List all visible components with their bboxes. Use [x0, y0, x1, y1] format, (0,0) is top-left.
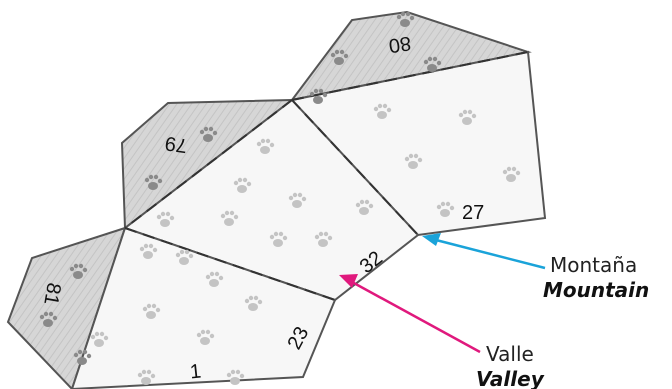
mountain-label-es: Montaña	[550, 253, 637, 277]
valley-arrow	[339, 274, 481, 354]
mountain-arrow	[422, 233, 546, 270]
tab-number-79: 79	[164, 132, 189, 157]
edge-number-27: 27	[462, 202, 484, 224]
tab-number-80: 80	[387, 32, 412, 57]
mountain-label-en: Mountain	[543, 278, 649, 302]
valley-label-en: Valley	[476, 367, 545, 389]
edge-number-1: 1	[189, 360, 202, 383]
fold-lines	[124, 51, 529, 301]
panel-lower	[70, 226, 337, 389]
tab-number-81: 81	[39, 281, 65, 307]
valley-label-es: Valle	[486, 342, 534, 366]
